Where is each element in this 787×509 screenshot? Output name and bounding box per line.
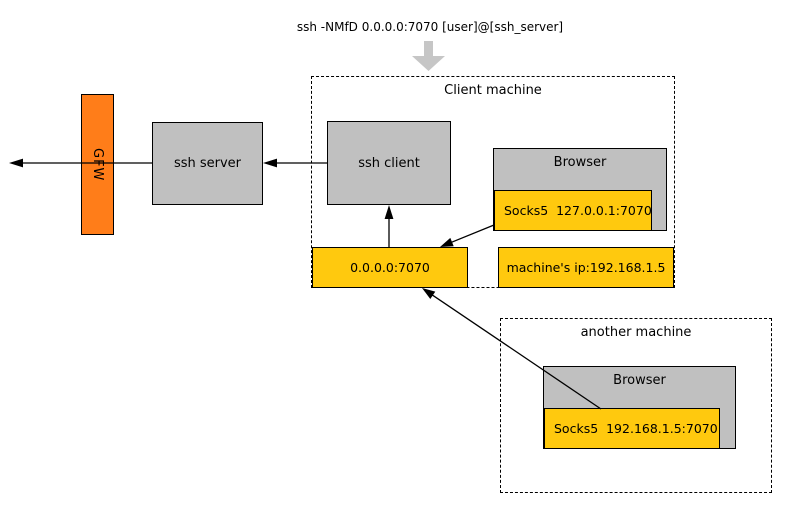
ssh-client-box: ssh client [327, 121, 451, 205]
another-socks5-label: Socks5 192.168.1.5:7070 [554, 421, 718, 436]
another-browser-label: Browser [613, 373, 666, 388]
listen-port-box: 0.0.0.0:7070 [312, 247, 468, 288]
another-socks5-box: Socks5 192.168.1.5:7070 [544, 408, 720, 449]
another-machine-label: another machine [580, 325, 692, 340]
ssh-command-text: ssh -NMfD 0.0.0.0:7070 [user]@[ssh_serve… [296, 20, 564, 34]
machine-ip-label: machine's ip:192.168.1.5 [506, 260, 666, 275]
client-machine-label: Client machine [444, 83, 542, 98]
ssh-server-label: ssh server [173, 156, 242, 171]
client-socks5-label: Socks5 127.0.0.1:7070 [504, 203, 652, 218]
gfw-label: GFW [90, 147, 105, 182]
machine-ip-box: machine's ip:192.168.1.5 [498, 247, 674, 288]
ssh-client-label: ssh client [358, 155, 420, 171]
command-down-arrow-icon [412, 41, 445, 71]
ssh-server-box: ssh server [152, 122, 263, 205]
gfw-box: GFW [81, 94, 114, 235]
client-machine-box: Client machine [311, 76, 675, 288]
client-browser-label: Browser [553, 155, 607, 170]
client-socks5-box: Socks5 127.0.0.1:7070 [494, 190, 652, 231]
listen-port-label: 0.0.0.0:7070 [350, 260, 430, 275]
